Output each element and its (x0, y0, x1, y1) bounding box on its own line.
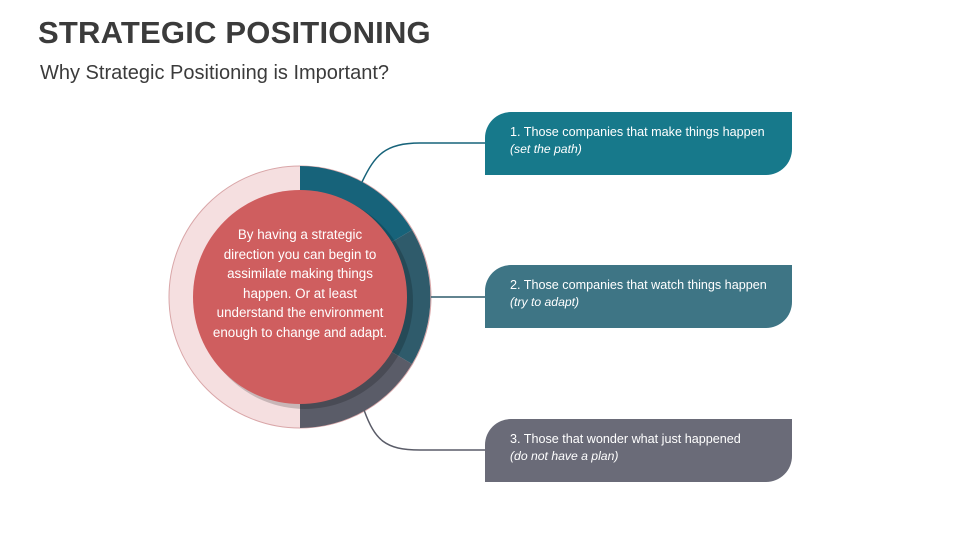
item-label-2: 2. Those companies that watch things hap… (510, 278, 767, 292)
page-title: STRATEGIC POSITIONING (38, 15, 431, 50)
inner-circle (193, 190, 407, 404)
item-box-1: 1. Those companies that make things happ… (485, 112, 792, 175)
connector-3 (363, 409, 485, 451)
item-note-1: (set the path) (510, 142, 582, 156)
item-box-2: 2. Those companies that watch things hap… (485, 265, 792, 328)
item-note-2: (try to adapt) (510, 295, 580, 309)
item-note-3: (do not have a plan) (510, 449, 619, 463)
connector-1 (361, 142, 485, 183)
page-subtitle: Why Strategic Positioning is Important? (40, 62, 390, 84)
item-label-1: 1. Those companies that make things happ… (510, 125, 765, 139)
center-text: By having a strategic direction you can … (212, 227, 388, 340)
item-label-3: 3. Those that wonder what just happened (510, 432, 741, 446)
item-box-3: 3. Those that wonder what just happened … (485, 419, 792, 482)
